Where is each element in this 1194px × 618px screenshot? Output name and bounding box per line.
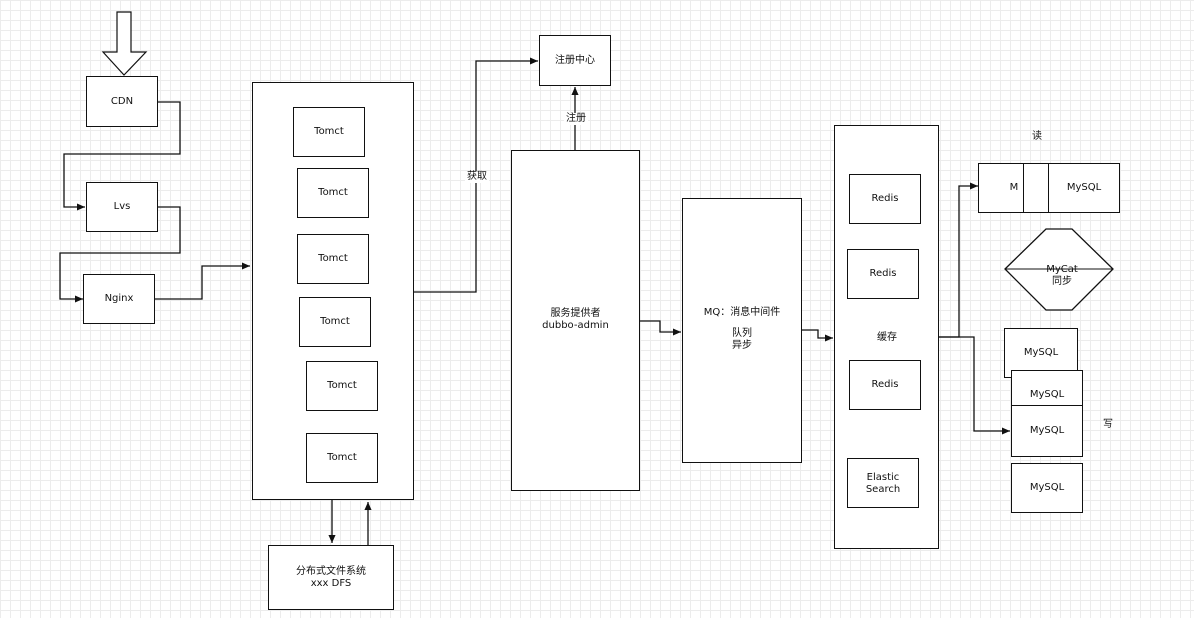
lvs-label: Lvs (113, 201, 131, 212)
dfs-label-line1: 分布式文件系统 (296, 566, 366, 577)
mycat-label-line1: MyCat (1046, 264, 1078, 275)
tomcat-node-3[interactable]: Tomct (297, 234, 369, 284)
tomcat-label: Tomct (320, 316, 350, 327)
edge-nginx-cluster (155, 262, 250, 300)
edge-cache-write (939, 336, 1010, 435)
dfs-label-line2: xxx DFS (310, 578, 352, 589)
registry-node[interactable]: 注册中心 (539, 35, 611, 86)
edge-label-read: 读 (1032, 131, 1042, 142)
redis-label: Redis (871, 379, 899, 390)
mysql-write-node-4[interactable]: MySQL (1011, 463, 1083, 513)
mysql-write-node-1[interactable]: MySQL (1004, 328, 1078, 378)
registry-label: 注册中心 (555, 54, 595, 66)
redis-label: Redis (869, 268, 897, 279)
entry-hollow-arrow (101, 11, 148, 76)
mq-label-line1: MQ：消息中间件 (703, 307, 781, 318)
mq-label-line4: 异步 (732, 340, 752, 351)
edge-label-write: 写 (1103, 419, 1113, 430)
tomcat-label: Tomct (327, 380, 357, 391)
edge-label-register: 注册 (564, 113, 588, 125)
provider-label-line2: dubbo-admin (542, 320, 609, 331)
tomcat-node-1[interactable]: Tomct (293, 107, 365, 157)
redis-node-1[interactable]: Redis (849, 174, 921, 224)
nginx-label: Nginx (104, 293, 134, 304)
edge-cache-read (939, 182, 978, 338)
dfs-node[interactable]: 分布式文件系统 xxx DFS (268, 545, 394, 610)
edge-cdn-lvs (63, 101, 181, 211)
mycat-label-line2: 同步 (1052, 276, 1072, 287)
nginx-node[interactable]: Nginx (83, 274, 155, 324)
provider-node[interactable]: 服务提供者 dubbo-admin (511, 150, 640, 491)
mysql-write-node-3[interactable]: MySQL (1011, 405, 1083, 457)
tomcat-label: Tomct (327, 452, 357, 463)
tomcat-label: Tomct (314, 126, 344, 137)
mysql-write-label: MySQL (1023, 347, 1059, 358)
mq-node[interactable]: MQ：消息中间件 队列 异步 (682, 198, 802, 463)
tomcat-node-5[interactable]: Tomct (306, 361, 378, 411)
elastic-label-line1: Elastic (866, 472, 900, 483)
provider-label-line1: 服务提供者 (550, 308, 601, 319)
elastic-label-line2: Search (865, 484, 901, 495)
tomcat-node-6[interactable]: Tomct (306, 433, 378, 483)
mysql-read-node[interactable]: MySQL (1048, 163, 1120, 213)
mysql-write-label: MySQL (1029, 425, 1065, 436)
tomcat-node-2[interactable]: Tomct (297, 168, 369, 218)
edge-lvs-nginx (59, 206, 181, 303)
mysql-read-label: MySQL (1066, 182, 1102, 193)
edge-mq-cache (802, 329, 833, 342)
mq-label-line2 (683, 319, 801, 328)
cache-label: 缓存 (877, 332, 897, 343)
mysql-write-label: MySQL (1029, 389, 1065, 400)
redis-label: Redis (871, 193, 899, 204)
redis-node-3[interactable]: Redis (849, 360, 921, 410)
mysql-write-label: MySQL (1029, 482, 1065, 493)
mysql-read-label: M (1009, 182, 1019, 193)
cdn-label: CDN (110, 95, 134, 107)
tomcat-label: Tomct (318, 253, 348, 264)
elasticsearch-node[interactable]: Elastic Search (847, 458, 919, 508)
tomcat-label: Tomct (318, 187, 348, 198)
mq-label-line3: 队列 (732, 328, 752, 339)
edge-label-fetch: 获取 (465, 171, 489, 183)
cdn-node[interactable]: CDN (86, 76, 158, 127)
tomcat-node-4[interactable]: Tomct (299, 297, 371, 347)
edge-provider-mq (640, 320, 681, 336)
mycat-label: MyCat 同步 (1042, 264, 1082, 288)
lvs-node[interactable]: Lvs (86, 182, 158, 232)
redis-node-2[interactable]: Redis (847, 249, 919, 299)
